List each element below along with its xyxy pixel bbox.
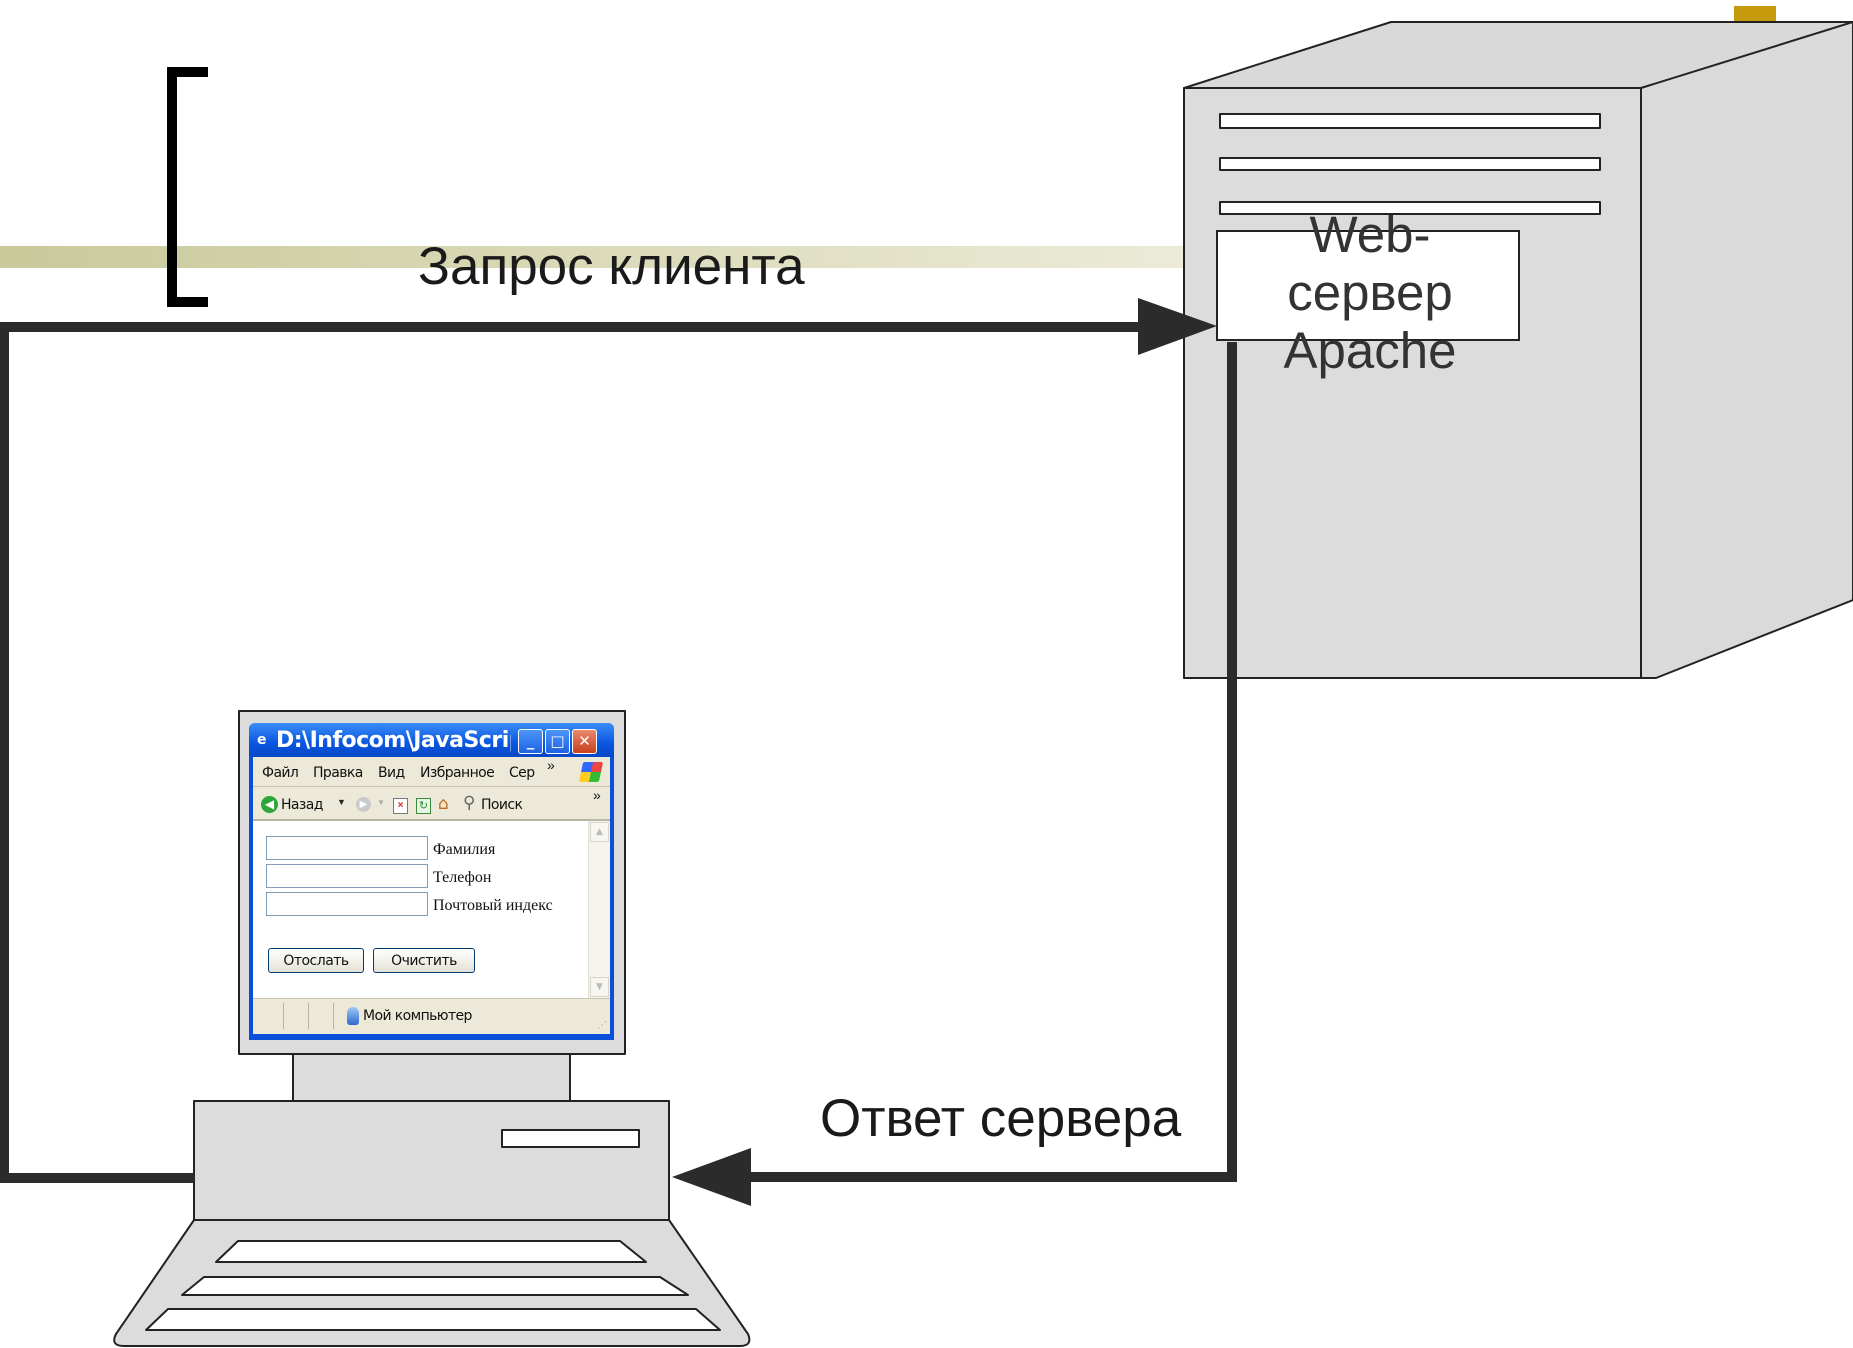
status-divider	[283, 1003, 284, 1029]
title-bracket	[167, 67, 208, 307]
forward-dropdown-icon[interactable]: ▼	[377, 798, 385, 807]
server-label-box: Web- сервер Apache	[1216, 206, 1520, 379]
vertical-scrollbar[interactable]: ▲ ▼	[588, 821, 610, 998]
close-button[interactable]: ✕	[572, 729, 597, 754]
server-drive-slot	[1219, 113, 1601, 129]
status-zone-text: Мой компьютер	[363, 1008, 472, 1024]
surname-input[interactable]	[266, 836, 428, 860]
back-button-label[interactable]: Назад	[281, 797, 323, 813]
window-title: D:\Infocom\JavaScrip...	[276, 728, 511, 753]
browser-window: e D:\Infocom\JavaScrip... _ □ ✕ Файл Пра…	[249, 723, 614, 1040]
request-arrowhead	[1138, 298, 1217, 355]
search-button-label[interactable]: Поиск	[481, 797, 523, 813]
scroll-down-icon[interactable]: ▼	[590, 977, 609, 997]
postal-code-input[interactable]	[266, 892, 428, 916]
stop-icon[interactable]: ×	[393, 798, 408, 814]
menu-overflow-icon[interactable]: »	[547, 757, 555, 773]
title-bar[interactable]: e D:\Infocom\JavaScrip... _ □ ✕	[249, 723, 614, 757]
menu-edit[interactable]: Правка	[313, 765, 363, 781]
surname-label: Фамилия	[433, 841, 496, 858]
toolbar-overflow-icon[interactable]: »	[593, 787, 601, 803]
keyboard-row	[145, 1308, 721, 1331]
monitor-stand	[292, 1053, 571, 1103]
menu-file[interactable]: Файл	[262, 765, 299, 781]
accent-bar	[0, 246, 1190, 268]
maximize-button[interactable]: □	[545, 729, 570, 754]
menu-favorites[interactable]: Избранное	[420, 765, 495, 781]
keyboard-row	[181, 1276, 689, 1296]
request-arrow	[0, 298, 1217, 1183]
keyboard-row	[215, 1240, 647, 1263]
server-tower	[1183, 21, 1853, 679]
close-icon: ✕	[578, 732, 591, 750]
toolbar: ◀ Назад ▼ ▶ ▼ × ↻ ⌂ ⚲ Поиск »	[253, 787, 610, 821]
refresh-icon[interactable]: ↻	[416, 798, 431, 814]
search-icon[interactable]: ⚲	[463, 793, 476, 813]
response-label: Ответ сервера	[820, 1089, 1182, 1148]
back-dropdown-icon[interactable]: ▼	[337, 797, 346, 807]
response-arrow	[672, 342, 1237, 1206]
status-divider	[308, 1003, 309, 1029]
floppy-drive-slot	[501, 1129, 640, 1148]
menu-view[interactable]: Вид	[378, 765, 405, 781]
ie-icon: e	[257, 732, 267, 748]
slide-corner-mark	[1734, 6, 1776, 22]
scroll-up-icon[interactable]: ▲	[590, 822, 609, 842]
server-side-face	[1640, 21, 1853, 679]
response-line	[732, 342, 1237, 1182]
windows-logo-icon	[578, 762, 604, 782]
maximize-icon: □	[550, 732, 565, 750]
system-unit	[193, 1100, 670, 1228]
menu-tools[interactable]: Сер	[509, 765, 535, 781]
clear-button[interactable]: Очистить	[373, 948, 475, 973]
minimize-button[interactable]: _	[518, 729, 543, 754]
page-content: Фамилия Телефон Почтовый индекс Отослать…	[253, 821, 610, 998]
postal-code-label: Почтовый индекс	[433, 897, 553, 914]
server-label: Web- сервер Apache	[1283, 206, 1457, 379]
status-divider	[333, 1003, 334, 1029]
forward-arrow-icon[interactable]: ▶	[356, 797, 371, 812]
menu-bar: Файл Правка Вид Избранное Сер »	[253, 757, 610, 787]
server-front-face	[1183, 87, 1642, 679]
server-drive-slot	[1219, 157, 1601, 171]
submit-button[interactable]: Отослать	[268, 948, 364, 973]
home-icon[interactable]: ⌂	[438, 794, 449, 814]
server-drive-slot	[1219, 201, 1601, 215]
computer-zone-icon	[347, 1007, 359, 1025]
phone-label: Телефон	[433, 869, 492, 886]
status-bar: Мой компьютер ⋰	[253, 998, 610, 1034]
request-label: Запрос клиента	[418, 237, 805, 296]
response-arrowhead	[672, 1148, 751, 1206]
phone-input[interactable]	[266, 864, 428, 888]
back-arrow-icon[interactable]: ◀	[261, 796, 278, 813]
request-line	[0, 322, 1150, 1183]
minimize-icon: _	[526, 732, 535, 750]
resize-grip-icon[interactable]: ⋰	[597, 1020, 607, 1031]
